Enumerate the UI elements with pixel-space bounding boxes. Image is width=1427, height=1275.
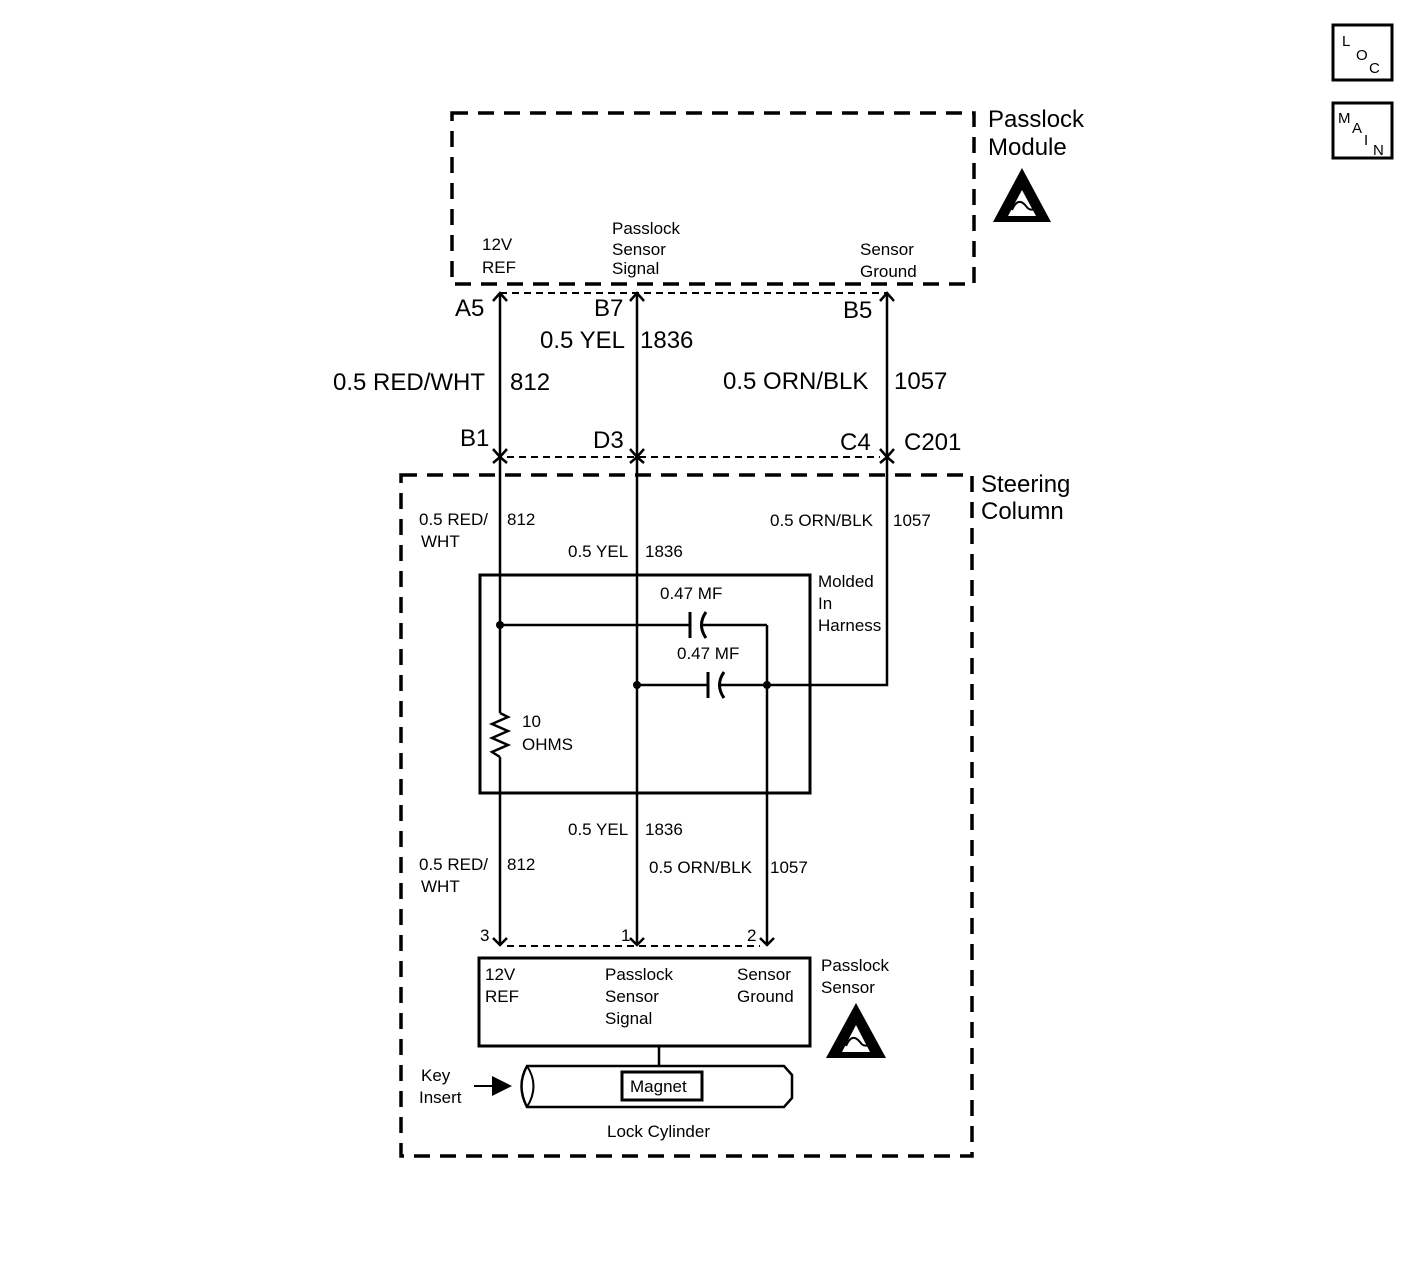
- esd-warning-icon: [993, 168, 1051, 222]
- column-812-lower-circuit: 812: [507, 855, 535, 874]
- passlock-module-title: Passlock: [988, 106, 1085, 133]
- wire-red-wht-label: 0.5 RED/WHT: [333, 369, 485, 396]
- sensor-pin-signal-label-line3: Signal: [605, 1009, 652, 1028]
- column-1836-lower-circuit: 1836: [645, 820, 683, 839]
- module-pin-a5: A5: [455, 295, 484, 322]
- sensor-pin-2: 2: [747, 926, 756, 945]
- wire-1057-circuit-label: 1057: [894, 368, 947, 395]
- junction-dot: [763, 681, 771, 689]
- steering-column-box: [399, 473, 974, 1158]
- column-1057-lower-circuit: 1057: [770, 858, 808, 877]
- junction-dot: [633, 681, 641, 689]
- c201-pin-b1: B1: [460, 425, 489, 452]
- module-pin-b7: B7: [594, 295, 623, 322]
- passlock-sensor-title-line2: Sensor: [821, 978, 875, 997]
- main-button-letter-a: A: [1352, 120, 1362, 137]
- column-orn-blk-lower-label: 0.5 ORN/BLK: [649, 858, 753, 877]
- sensor-pin-12v-label-line2: REF: [485, 987, 519, 1006]
- resistor-value-label: 10: [522, 712, 541, 731]
- molded-in-harness-box: [478, 573, 812, 795]
- sensor-pin-signal-label-line2: Sensor: [605, 987, 659, 1006]
- sensor-pin-1: 1: [621, 926, 630, 945]
- main-button-letter-m: M: [1338, 110, 1351, 127]
- column-orn-blk-upper-label: 0.5 ORN/BLK: [770, 511, 874, 530]
- steering-column-title-line2: Column: [981, 498, 1064, 525]
- module-pin-ground-label: Sensor: [860, 240, 914, 259]
- c201-connector-name: C201: [904, 429, 961, 456]
- magnet-box: [620, 1070, 704, 1102]
- resistor-symbol: [488, 711, 512, 759]
- module-pin-ground-label-line2: Ground: [860, 262, 917, 281]
- loc-button-letter-o: O: [1356, 47, 1368, 64]
- main-button[interactable]: M A I N: [1331, 101, 1394, 160]
- wire-1057-column: [767, 457, 889, 687]
- module-connector-symbols: [492, 291, 895, 302]
- cap2-value-label: 0.47 MF: [677, 644, 739, 663]
- steering-column-title: Steering: [981, 471, 1070, 498]
- module-pin-b5: B5: [843, 297, 872, 324]
- wire-1836-circuit-label: 1836: [640, 327, 693, 354]
- magnet-label: Magnet: [630, 1077, 687, 1096]
- cap1-value-label: 0.47 MF: [660, 584, 722, 603]
- passlock-module-box: [450, 111, 976, 286]
- molded-harness-label: Molded: [818, 572, 874, 591]
- wire-orn-blk-label: 0.5 ORN/BLK: [723, 368, 868, 395]
- lock-cylinder-end: [526, 1065, 535, 1108]
- sensor-pin-ground-label-line2: Ground: [737, 987, 794, 1006]
- column-red-wht-lower-label-line2: WHT: [421, 877, 460, 896]
- column-red-wht-upper-label: 0.5 RED/: [419, 510, 488, 529]
- column-1057-upper-circuit: 1057: [893, 511, 931, 530]
- column-red-wht-lower-label: 0.5 RED/: [419, 855, 488, 874]
- column-yel-lower-label: 0.5 YEL: [568, 820, 628, 839]
- loc-button-letter-l: L: [1342, 33, 1350, 50]
- column-red-wht-upper-label-line2: WHT: [421, 532, 460, 551]
- main-button-letter-i: I: [1364, 132, 1368, 149]
- sensor-connector-symbols: [492, 937, 775, 947]
- column-yel-upper-label: 0.5 YEL: [568, 542, 628, 561]
- module-pin-signal-label: Passlock: [612, 219, 681, 238]
- module-pin-12v-label: 12V: [482, 235, 513, 254]
- lock-cylinder-body: [520, 1064, 794, 1109]
- key-insert-label-line2: Insert: [419, 1088, 462, 1107]
- passlock-module-title-line2: Module: [988, 134, 1067, 161]
- molded-harness-label-line3: Harness: [818, 616, 881, 635]
- molded-harness-label-line2: In: [818, 594, 832, 613]
- resistor-unit-label: OHMS: [522, 735, 573, 754]
- sensor-pin-ground-label: Sensor: [737, 965, 791, 984]
- c201-pin-d3: D3: [593, 427, 624, 454]
- esd-warning-icon: [826, 1003, 886, 1058]
- column-812-upper-circuit: 812: [507, 510, 535, 529]
- module-pin-signal-label-line2: Sensor: [612, 240, 666, 259]
- wire-812-circuit-label: 812: [510, 369, 550, 396]
- main-button-letter-n: N: [1373, 142, 1384, 159]
- column-1836-upper-circuit: 1836: [645, 542, 683, 561]
- junction-dot: [496, 621, 504, 629]
- c201-pin-c4: C4: [840, 429, 871, 456]
- lock-cylinder-label: Lock Cylinder: [607, 1122, 710, 1141]
- module-pin-12v-label-line2: REF: [482, 258, 516, 277]
- sensor-pin-3: 3: [480, 926, 489, 945]
- sensor-pin-signal-label: Passlock: [605, 965, 674, 984]
- sensor-pin-12v-label: 12V: [485, 965, 516, 984]
- passlock-sensor-box: [477, 956, 812, 1048]
- passlock-sensor-title: Passlock: [821, 956, 890, 975]
- loc-button-letter-c: C: [1369, 60, 1380, 77]
- wire-yel-label: 0.5 YEL: [540, 327, 625, 354]
- module-pin-signal-label-line3: Signal: [612, 259, 659, 278]
- loc-button[interactable]: L O C: [1331, 23, 1394, 82]
- key-insert-label: Key: [421, 1066, 451, 1085]
